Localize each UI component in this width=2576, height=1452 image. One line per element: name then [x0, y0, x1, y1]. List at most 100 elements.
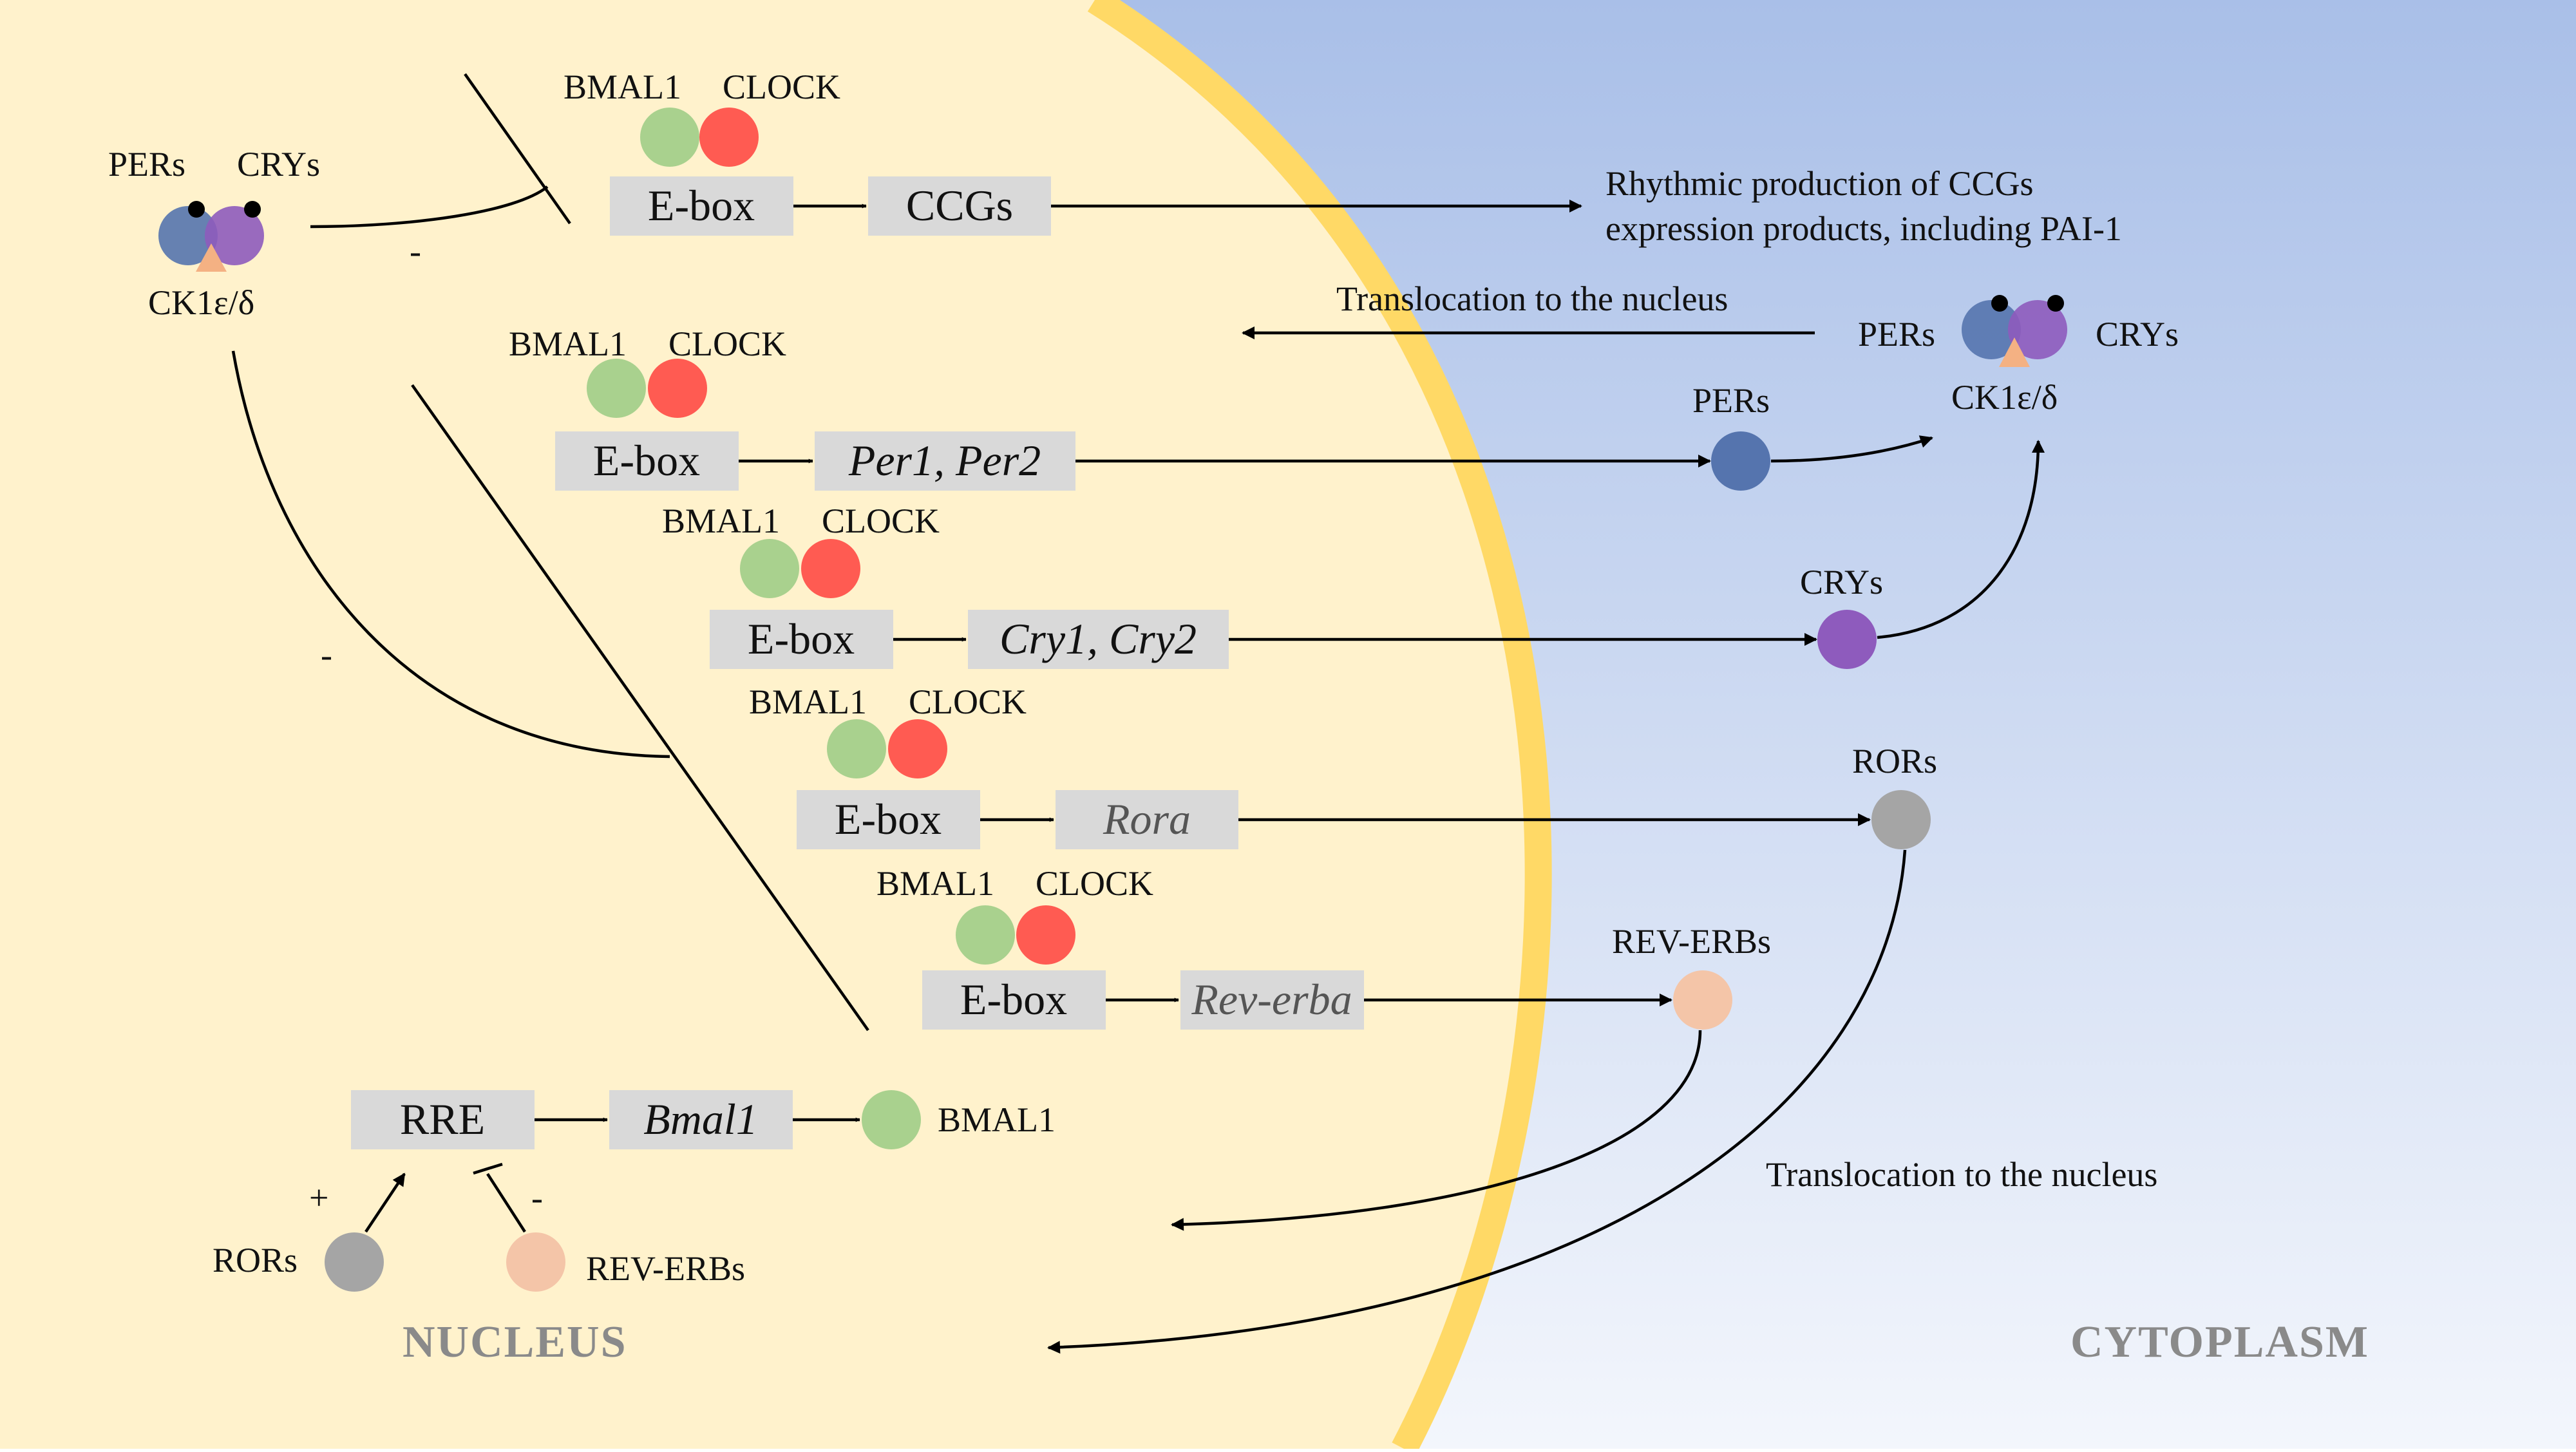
- ror-protein-cyto: [1871, 790, 1931, 849]
- rora-gene-label: Rora: [1103, 795, 1191, 844]
- crys-label-cyto: CRYs: [2096, 315, 2179, 354]
- ebox-3-label: E-box: [748, 614, 855, 663]
- pers-label-row2: PERs: [1692, 381, 1770, 420]
- minus-sign-top: -: [410, 232, 421, 270]
- ebox-5-label: E-box: [960, 975, 1067, 1024]
- bmal1-label: BMAL1: [509, 325, 627, 363]
- clock-label: CLOCK: [723, 68, 840, 106]
- bmal1-protein: [587, 359, 646, 418]
- clock-label: CLOCK: [668, 325, 786, 363]
- bmal1-label: BMAL1: [749, 683, 867, 721]
- inhibition-bar-long: [411, 384, 869, 1032]
- reverb-protein-cyto: [1673, 970, 1732, 1030]
- ror-protein-nucleus: [325, 1232, 384, 1292]
- arrow-per-to-complex: [1770, 435, 1933, 463]
- per-cry-complex-cytoplasm: [1962, 295, 2067, 367]
- cry-gene-label: Cry1, Cry2: [999, 614, 1197, 663]
- rhythmic-text-2: expression products, including PAI-1: [1605, 209, 2122, 248]
- clock-protein: [801, 539, 860, 598]
- nucleus-region: [0, 0, 1539, 1449]
- ck1-label-cyto: CK1ε/δ: [1951, 378, 2058, 417]
- per-protein: [158, 206, 218, 265]
- minus-sign-bottom: -: [531, 1178, 543, 1217]
- phosphate-dot: [244, 201, 261, 218]
- ebox-2: [555, 431, 739, 491]
- nucleus-label: NUCLEUS: [402, 1317, 627, 1367]
- bmal1-protein-product: [862, 1090, 921, 1149]
- translocation-text-bottom: Translocation to the nucleus: [1766, 1155, 2157, 1194]
- ccgs-box: [868, 176, 1051, 236]
- arrow-cry-to-complex: [1877, 440, 2045, 639]
- ck1-protein: [196, 243, 227, 272]
- reverb-inhibition-line: [486, 1173, 526, 1233]
- nuclear-membrane: [1087, 0, 1552, 1452]
- reverbs-label-cyto: REV-ERBs: [1612, 922, 1771, 961]
- clock-protein: [1016, 905, 1075, 965]
- rora-gene-box: [1056, 790, 1238, 849]
- inhibition-bar-top: [464, 73, 571, 225]
- ccgs-label: CCGs: [906, 181, 1013, 230]
- rors-label-nucleus: RORs: [213, 1241, 298, 1279]
- pers-label: PERs: [108, 145, 185, 184]
- inhibition-line-top: [310, 185, 549, 229]
- clock-protein: [648, 359, 707, 418]
- ebox-5: [922, 970, 1106, 1030]
- clock-protein: [888, 719, 947, 778]
- cytoplasm-label: CYTOPLASM: [2070, 1317, 2369, 1367]
- bmal1-label: BMAL1: [876, 864, 994, 903]
- ebox-4-label: E-box: [835, 795, 942, 844]
- rre-label: RRE: [400, 1095, 485, 1144]
- bmal1-protein: [640, 108, 699, 167]
- per-gene-box: [815, 431, 1075, 491]
- plus-sign: +: [309, 1178, 328, 1217]
- per-protein: [1962, 300, 2021, 359]
- per-protein-cyto: [1711, 431, 1770, 491]
- reverba-gene-label: Rev-erba: [1191, 975, 1352, 1024]
- cry-protein: [2008, 300, 2067, 359]
- bmal1-gene-label: Bmal1: [643, 1095, 758, 1144]
- cry-protein-cyto: [1817, 610, 1877, 669]
- phosphate-dot: [2047, 295, 2064, 312]
- clock-label: CLOCK: [909, 683, 1027, 721]
- arrow-ror-activation: [365, 1173, 406, 1233]
- bmal1-protein: [827, 719, 886, 778]
- bmal1-protein: [740, 539, 799, 598]
- bmal1-label: BMAL1: [662, 502, 780, 540]
- arrow-ror-return: [1047, 849, 1907, 1354]
- ebox-1: [610, 176, 793, 236]
- bmal1-protein: [956, 905, 1015, 965]
- ck1-label: CK1ε/δ: [148, 283, 254, 322]
- per-gene-label: Per1, Per2: [848, 436, 1041, 485]
- per-cry-complex-nucleus: [158, 201, 264, 272]
- rors-label-cyto: RORs: [1852, 742, 1937, 780]
- phosphate-dot: [188, 201, 205, 218]
- cry-gene-box: [968, 610, 1229, 669]
- ck1-protein: [1999, 337, 2030, 367]
- arrow-reverb-return: [1171, 1030, 1702, 1231]
- inhibition-curve-left: [231, 350, 670, 759]
- bmal1-gene-box: [609, 1090, 793, 1149]
- clock-protein: [699, 108, 759, 167]
- reverbs-label-nucleus: REV-ERBs: [586, 1249, 745, 1288]
- reverb-protein-nucleus: [506, 1232, 565, 1292]
- minus-sign-left: -: [321, 636, 332, 674]
- bmal1-label: BMAL1: [564, 68, 681, 106]
- reverba-gene-box: [1180, 970, 1364, 1030]
- ebox-4: [797, 790, 980, 849]
- ebox-3: [710, 610, 893, 669]
- bmal1-product-label: BMAL1: [938, 1100, 1056, 1139]
- rhythmic-text-1: Rhythmic production of CCGs: [1605, 164, 2033, 203]
- clock-label: CLOCK: [822, 502, 940, 540]
- phosphate-dot: [1991, 295, 2008, 312]
- rre-box: [351, 1090, 535, 1149]
- clock-label: CLOCK: [1036, 864, 1153, 903]
- pers-label-cyto: PERs: [1858, 315, 1935, 354]
- translocation-text-top: Translocation to the nucleus: [1336, 279, 1728, 318]
- crys-label-row3: CRYs: [1800, 563, 1883, 601]
- ebox-1-label: E-box: [648, 181, 755, 230]
- crys-label: CRYs: [237, 145, 320, 184]
- reverb-inhibition-bar: [473, 1162, 503, 1175]
- ebox-2-label: E-box: [593, 436, 700, 485]
